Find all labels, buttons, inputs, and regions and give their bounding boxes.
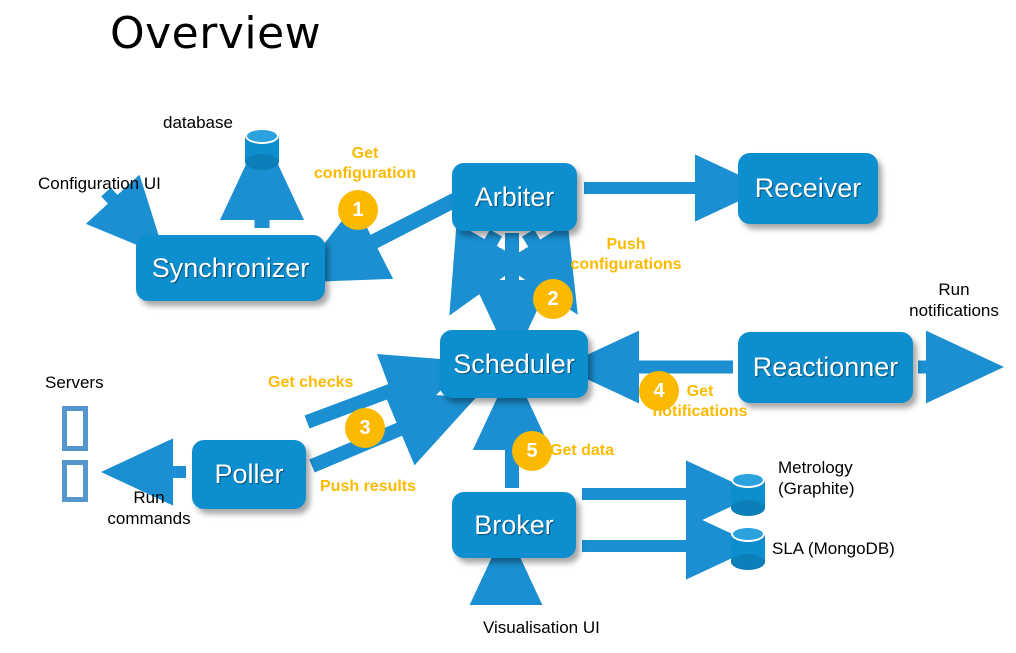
node-arbiter[interactable]: Arbiter	[452, 163, 577, 231]
metrology-label: Metrology (Graphite)	[778, 458, 855, 498]
step-1-badge: 1	[338, 190, 378, 230]
step-4-label: Get notifications	[652, 383, 748, 420]
configuration-ui-label: Configuration UI	[38, 174, 161, 193]
step-5-label: Get data	[550, 442, 615, 459]
servers-label: Servers	[45, 373, 104, 392]
node-poller-label: Poller	[214, 459, 284, 489]
node-broker-label: Broker	[474, 509, 554, 540]
cylinder-bottom	[731, 500, 765, 516]
cylinder-top	[245, 128, 279, 144]
sla-label: SLA (MongoDB)	[772, 539, 895, 558]
node-broker[interactable]: Broker	[452, 492, 576, 558]
run-commands-label: Run commands	[107, 488, 191, 528]
cylinder-top	[731, 472, 765, 488]
step-2-label: Push configurations	[570, 236, 682, 273]
database-cylinder-icon	[245, 128, 279, 170]
visualisation-ui-label: Visualisation UI	[483, 618, 600, 637]
node-reactionner-label: Reactionner	[752, 352, 899, 382]
node-scheduler[interactable]: Scheduler	[440, 330, 588, 398]
node-receiver[interactable]: Receiver	[738, 153, 878, 224]
cylinder-top	[731, 526, 765, 542]
step-3-badge: 3	[345, 408, 385, 448]
node-synchronizer[interactable]: Synchronizer	[136, 235, 325, 301]
server-icon-1	[62, 406, 88, 451]
run-notifications-label: Run notifications	[909, 280, 999, 320]
node-synchronizer-label: Synchronizer	[151, 252, 310, 283]
step-2-badge: 2	[533, 279, 573, 319]
step-5-badge: 5	[512, 431, 552, 471]
metrology-cylinder-icon	[731, 472, 765, 516]
step-1-label: Get configuration	[313, 145, 417, 182]
node-arbiter-label: Arbiter	[474, 181, 555, 212]
step-4-badge: 4	[639, 371, 679, 411]
node-receiver-label: Receiver	[754, 173, 862, 203]
cylinder-bottom	[245, 154, 279, 170]
node-poller[interactable]: Poller	[192, 440, 306, 509]
server-icon-2	[62, 460, 88, 502]
sla-cylinder-icon	[731, 526, 765, 570]
database-label: database	[163, 113, 233, 132]
node-scheduler-label: Scheduler	[453, 348, 575, 379]
cylinder-bottom	[731, 554, 765, 570]
step-3-push-results-label: Push results	[320, 478, 417, 495]
node-reactionner[interactable]: Reactionner	[738, 332, 913, 403]
page-title: Overview	[110, 8, 322, 59]
step-3-label: Get checks	[268, 374, 354, 391]
